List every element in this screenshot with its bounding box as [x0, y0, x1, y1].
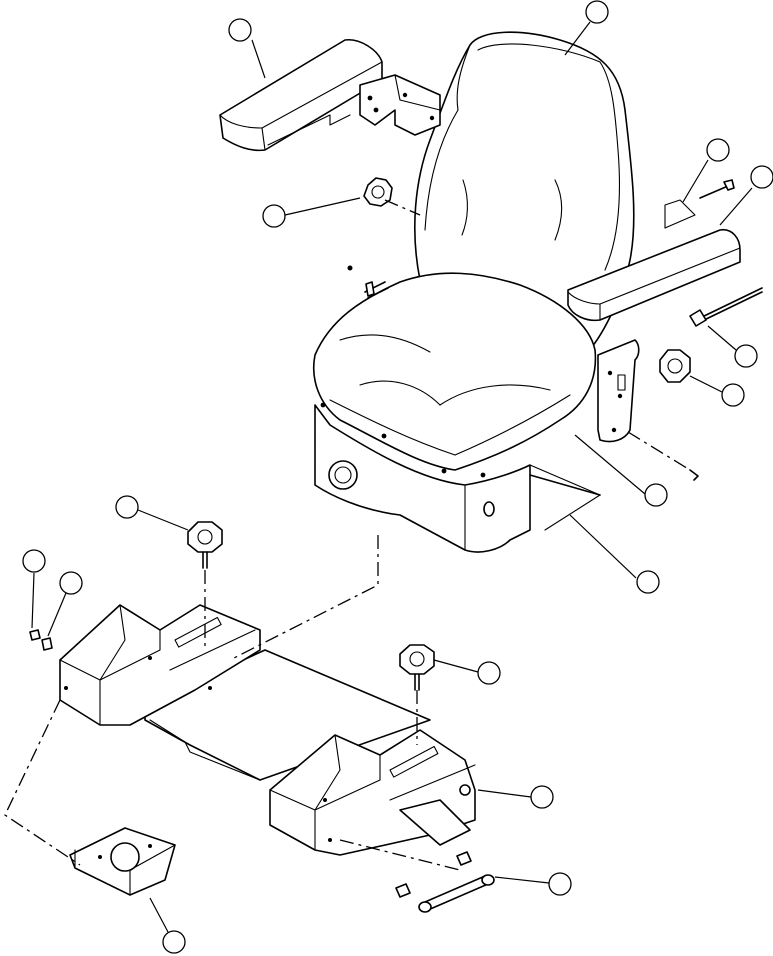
right-slide-rail-assembly: [269, 729, 476, 856]
alignment-lines: [4, 199, 691, 871]
seat-mount-base-plate: [144, 649, 431, 781]
left-armrest-bracket: [359, 74, 441, 136]
mount-knob-left: [187, 521, 223, 569]
callout-c11: [22, 549, 46, 629]
pivot-pin-left: [347, 265, 389, 299]
callout-c8: [574, 434, 668, 507]
right-recline-knob: [659, 349, 691, 383]
callout-c5: [262, 197, 361, 228]
callout-c14: [477, 785, 554, 809]
left-slide-rail-assembly: [59, 604, 261, 726]
clip-right: [689, 469, 699, 481]
seat-cushion: [313, 272, 597, 471]
small-washer-left: [41, 637, 53, 651]
small-nut-left: [29, 629, 41, 641]
callout-c16: [149, 897, 186, 954]
right-armrest-side-plate: [597, 339, 640, 443]
left-recline-knob: [363, 177, 393, 207]
callout-c1: [228, 18, 266, 79]
left-armrest: [219, 39, 383, 152]
callout-c7: [689, 375, 745, 407]
callout-c4: [719, 165, 773, 226]
latch-bracket: [69, 827, 176, 896]
right-armrest: [567, 199, 741, 322]
long-bolt-right: [689, 287, 763, 327]
callout-c10: [115, 495, 189, 531]
callout-c9: [569, 514, 660, 594]
seat-base-pan: [314, 402, 601, 553]
callout-c15: [494, 872, 572, 896]
callout-c6: [707, 325, 758, 368]
release-rod: [395, 851, 495, 913]
callouts: [22, 0, 773, 954]
callout-c12: [47, 571, 83, 637]
callout-c13: [433, 659, 501, 685]
mount-knob-right: [399, 644, 435, 691]
callout-c3: [682, 138, 730, 203]
armrest-bolt-right: [699, 179, 735, 199]
callout-c2: [564, 0, 609, 56]
